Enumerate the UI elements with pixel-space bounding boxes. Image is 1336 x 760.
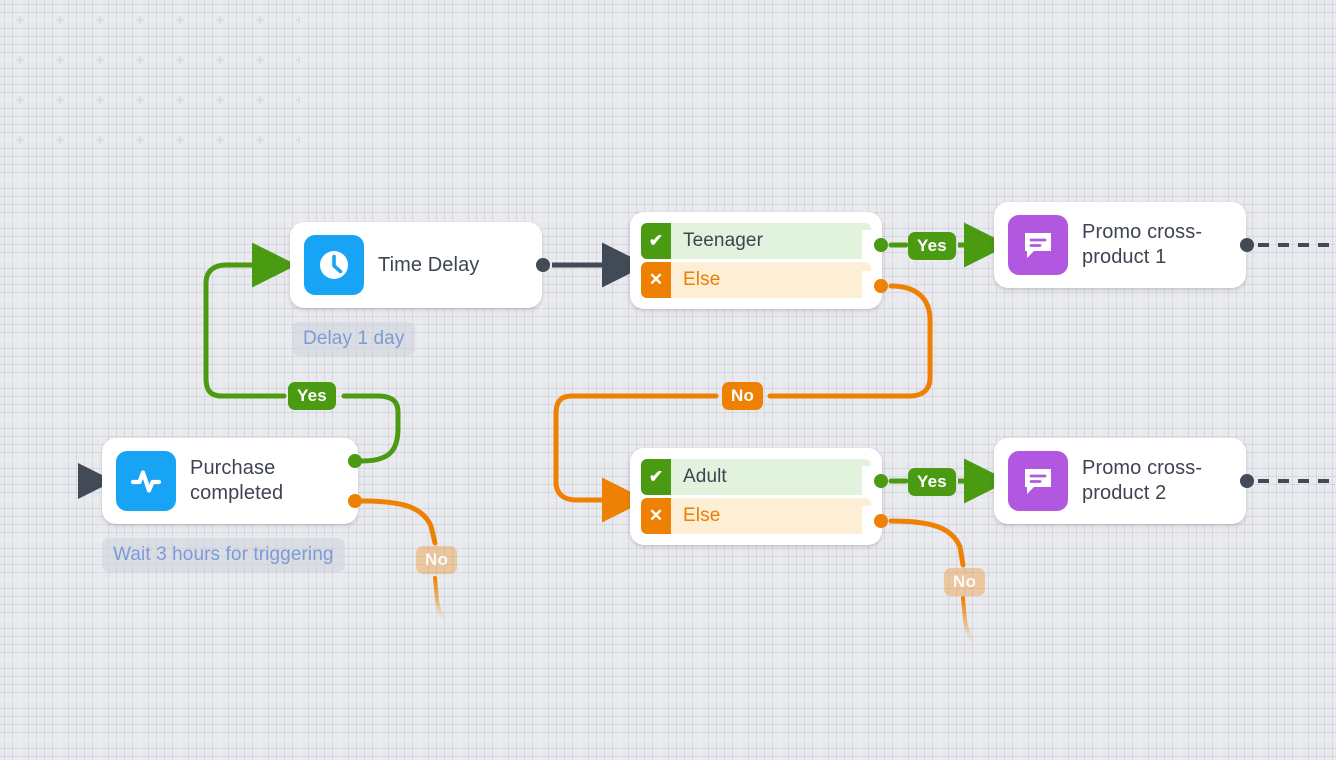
clock-icon	[304, 235, 364, 295]
port-notch-adult-green	[862, 466, 884, 496]
annotation-purchase-wait: Wait 3 hours for triggering	[102, 538, 345, 572]
annotation-time-delay: Delay 1 day	[292, 322, 416, 356]
check-icon: ✔	[641, 459, 671, 495]
port-promo2-out[interactable]	[1240, 474, 1254, 488]
port-purchase-yes[interactable]	[348, 454, 362, 468]
port-teenager-yes[interactable]	[874, 238, 888, 252]
branch-row-adult-label: Adult	[683, 466, 727, 487]
port-purchase-no[interactable]	[348, 494, 362, 508]
badge-adult-yes[interactable]: Yes	[908, 468, 956, 496]
branch-row-teenager[interactable]: ✔ Teenager	[641, 223, 871, 259]
node-adult-branch[interactable]: ✔ Adult ✕ Else	[630, 448, 882, 545]
badge-purchase-no[interactable]: No	[416, 546, 458, 574]
port-notch-promo2	[1226, 466, 1248, 496]
cross-icon: ✕	[641, 262, 671, 298]
node-promo-cross-product-1[interactable]: Promo cross- product 1	[994, 202, 1246, 288]
node-promo2-label: Promo cross- product 2	[1082, 457, 1203, 504]
message-bubble-icon	[1008, 451, 1068, 511]
node-purchase-completed[interactable]: Purchase completed	[102, 438, 358, 524]
activity-pulse-icon	[116, 451, 176, 511]
badge-purchase-yes[interactable]: Yes	[288, 382, 336, 410]
node-time-delay[interactable]: Time Delay	[290, 222, 542, 308]
badge-adult-no[interactable]: No	[944, 568, 986, 596]
branch-row-adult-else[interactable]: ✕ Else	[641, 498, 871, 534]
edge-purchase-yes-to-timedelay	[203, 242, 401, 464]
port-notch-teenager-green	[862, 230, 884, 260]
port-time-delay-out[interactable]	[536, 258, 550, 272]
port-notch-time-delay	[522, 250, 544, 280]
node-promo1-label: Promo cross- product 1	[1082, 221, 1203, 268]
branch-row-adult-else-label: Else	[683, 505, 721, 526]
branch-row-teenager-label: Teenager	[683, 230, 764, 251]
port-notch-teenager-orange	[862, 271, 884, 301]
port-adult-no[interactable]	[874, 514, 888, 528]
port-promo1-out[interactable]	[1240, 238, 1254, 252]
port-notch-adult-orange	[862, 506, 884, 536]
branch-row-teenager-else[interactable]: ✕ Else	[641, 262, 871, 298]
edge-purchase-no-dead-end	[359, 498, 446, 622]
edge-adult-no-dead-end	[888, 518, 974, 644]
branch-row-adult[interactable]: ✔ Adult	[641, 459, 871, 495]
node-promo-cross-product-2[interactable]: Promo cross- product 2	[994, 438, 1246, 524]
port-teenager-no[interactable]	[874, 279, 888, 293]
node-time-delay-label: Time Delay	[378, 253, 480, 276]
node-purchase-label: Purchase completed	[190, 457, 284, 504]
badge-teenager-no[interactable]: No	[722, 382, 764, 410]
check-icon: ✔	[641, 223, 671, 259]
port-notch-promo1	[1226, 230, 1248, 260]
node-teenager-branch[interactable]: ✔ Teenager ✕ Else	[630, 212, 882, 309]
badge-teenager-yes[interactable]: Yes	[908, 232, 956, 260]
cross-icon: ✕	[641, 498, 671, 534]
branch-row-teenager-else-label: Else	[683, 269, 721, 290]
message-bubble-icon	[1008, 215, 1068, 275]
port-adult-yes[interactable]	[874, 474, 888, 488]
edge-teenager-no-to-adult	[553, 283, 933, 523]
